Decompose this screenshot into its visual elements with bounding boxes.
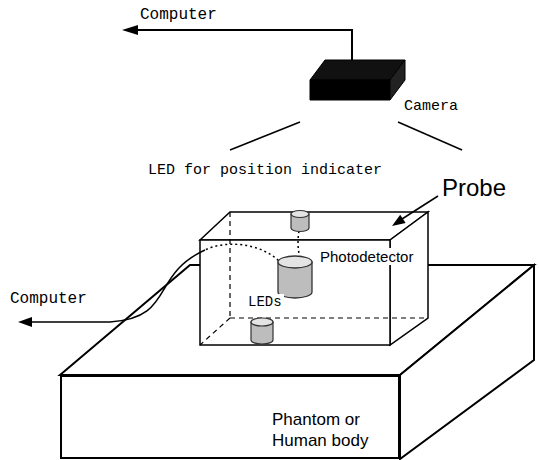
view-line	[230, 122, 300, 150]
part-label: LEDs	[246, 294, 284, 310]
camera-body	[390, 60, 405, 100]
hidden-edges	[200, 212, 428, 345]
part-label: Photodetector	[318, 248, 415, 265]
led-cylinder	[251, 318, 273, 326]
part-label: Probe	[442, 174, 506, 202]
probe-cable	[32, 250, 205, 322]
view-line	[398, 122, 462, 150]
internal-wire	[205, 244, 282, 264]
camera-body	[310, 60, 405, 80]
destination-label: Computer	[140, 6, 217, 24]
part-label: LED for position indicater	[148, 162, 382, 179]
camera-cable	[138, 30, 352, 68]
device-label: Camera	[404, 98, 458, 115]
destination-label: Computer	[10, 290, 87, 308]
arrow-head	[18, 317, 32, 327]
photodetector-cylinder	[278, 256, 312, 268]
probe-top-face	[200, 212, 428, 240]
leader-line	[402, 196, 438, 219]
arrow-head	[392, 215, 406, 226]
node-text: Phantom or Human body	[272, 410, 390, 451]
camera-body	[310, 80, 390, 100]
phantom-front-face: Phantom or Human body	[60, 375, 400, 459]
led-cylinder	[291, 211, 309, 218]
probe-side-face	[390, 212, 428, 345]
arrow-head	[122, 25, 138, 35]
